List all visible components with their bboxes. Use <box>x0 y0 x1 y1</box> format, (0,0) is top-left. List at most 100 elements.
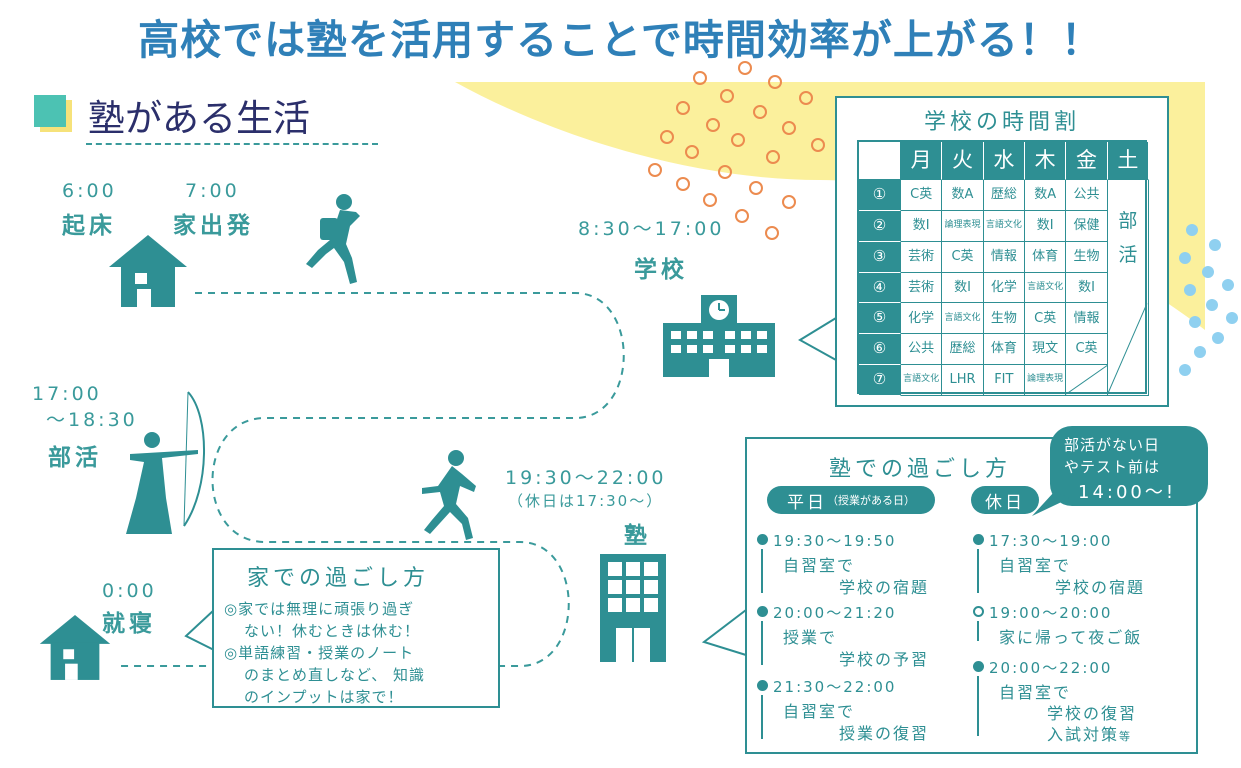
schedule-time: 20:00〜21:20 <box>773 604 897 622</box>
schedule-desc: 学校の宿題 <box>1055 578 1146 597</box>
period-label: ⑥ <box>859 334 901 366</box>
schedule-connector <box>761 549 763 593</box>
no-club-day-bubble: 部活がない日 やテスト前は 14:00〜! <box>1050 426 1208 506</box>
subject-cell: 化学 <box>983 272 1025 304</box>
juku-time: 19:30〜22:00 <box>505 467 667 489</box>
schedule-desc: 学校の予習 <box>839 650 930 669</box>
schedule-desc: 自習室で <box>999 683 1072 702</box>
subject-cell: 数Ⅰ <box>942 272 984 304</box>
timetable-corner <box>859 142 901 180</box>
hollow-bullet-icon <box>973 606 984 617</box>
wake-time: 6:00 <box>62 180 117 202</box>
schedule-connector <box>977 621 979 641</box>
club-time-start: 17:00 <box>32 383 102 405</box>
weekday-pill: 平日 （授業がある日） <box>767 486 935 514</box>
schedule-desc: 自習室で <box>999 556 1072 575</box>
bullet-icon <box>973 534 984 545</box>
subject-cell: FIT <box>983 365 1025 396</box>
period-label: ④ <box>859 272 901 304</box>
timetable-diagonal <box>1066 303 1148 395</box>
subject-cell: 数A <box>1025 180 1067 211</box>
subject-cell: 数Ⅰ <box>901 210 943 242</box>
bubble-line: やテスト前は <box>1064 458 1161 476</box>
schedule-desc: 授業で <box>783 628 838 647</box>
bullet-icon <box>973 661 984 672</box>
home-tips-title: 家での過ごし方 <box>247 566 430 591</box>
subject-cell: 現文 <box>1025 334 1067 366</box>
schedule-time: 20:00〜22:00 <box>989 659 1113 677</box>
holiday-label: 休日 <box>985 492 1025 513</box>
bubble-line: 部活がない日 <box>1064 436 1161 454</box>
section-underline <box>86 143 378 145</box>
subject-cell: 化学 <box>901 303 943 335</box>
subject-cell: 数A <box>942 180 984 211</box>
section-marker <box>34 95 66 127</box>
schedule-desc: 学校の復習 <box>1047 704 1138 723</box>
school-label: 学校 <box>634 257 688 283</box>
schedule-connector <box>761 621 763 665</box>
home-tips-card: 家での過ごし方 ◎家では無理に頑張り過ぎ ない！休むときは休む！ ◎単語練習・授… <box>212 548 500 708</box>
schedule-connector <box>977 549 979 593</box>
subject-cell: C英 <box>1066 334 1108 366</box>
school-building-icon <box>663 295 775 377</box>
schedule-connector <box>977 676 979 736</box>
saturday-club-cell: 部活 <box>1107 180 1149 396</box>
weekday-label: 平日 <box>787 492 827 513</box>
subject-cell: 情報 <box>1066 303 1108 335</box>
leave-time: 7:00 <box>185 180 240 202</box>
club-label: 部活 <box>48 445 102 471</box>
schedule-desc: 自習室で <box>783 702 856 721</box>
schedule-desc: 授業の復習 <box>839 724 930 743</box>
period-label: ③ <box>859 241 901 273</box>
schedule-time: 21:30〜22:00 <box>773 678 897 696</box>
period-label: ⑦ <box>859 365 901 396</box>
schedule-desc: 家に帰って夜ご飯 <box>999 628 1143 647</box>
day-header: 水 <box>983 142 1025 180</box>
schedule-time: 19:30〜19:50 <box>773 532 897 550</box>
day-header: 土 <box>1107 142 1149 180</box>
timetable-title: 学校の時間割 <box>923 110 1080 135</box>
subject-cell: 体育 <box>983 334 1025 366</box>
subject-cell: 歴総 <box>983 180 1025 211</box>
holiday-pill: 休日 <box>971 486 1039 514</box>
schedule-desc: 入試対策等 <box>1047 721 1132 745</box>
running-student-icon <box>422 450 476 540</box>
subject-cell: 芸術 <box>901 241 943 273</box>
subject-cell: 論理表現 <box>942 210 984 242</box>
weekday-note: （授業がある日） <box>827 494 915 507</box>
running-student-icon <box>306 194 360 284</box>
sleep-time: 0:00 <box>102 580 157 602</box>
subject-cell: 言語文化 <box>942 303 984 335</box>
subject-cell: 生物 <box>983 303 1025 335</box>
section-title: 塾がある生活 <box>88 97 310 140</box>
subject-cell: 情報 <box>983 241 1025 273</box>
day-header: 木 <box>1025 142 1067 180</box>
period-label: ⑤ <box>859 303 901 335</box>
house-icon <box>39 614 111 680</box>
schedule-time: 17:30〜19:00 <box>989 532 1113 550</box>
schedule-desc: 学校の宿題 <box>839 578 930 597</box>
bullet-icon <box>757 680 768 691</box>
archer-icon <box>126 391 206 534</box>
home-tip-line: ◎家では無理に頑張り過ぎ <box>224 600 415 618</box>
school-time: 8:30〜17:00 <box>578 218 725 240</box>
subject-cell: 論理表現 <box>1025 365 1067 396</box>
subject-cell: 数Ⅰ <box>1025 210 1067 242</box>
bubble-line: 14:00〜! <box>1078 482 1177 503</box>
schedule-connector <box>761 695 763 739</box>
leave-label: 家出発 <box>173 213 254 239</box>
schedule-desc: 自習室で <box>783 556 856 575</box>
day-header: 月 <box>901 142 943 180</box>
subject-cell: C英 <box>1025 303 1067 335</box>
subject-cell: 公共 <box>1066 180 1108 211</box>
subject-cell: 言語文化 <box>901 365 943 396</box>
juku-building-icon <box>600 554 666 662</box>
wake-label: 起床 <box>62 213 116 239</box>
saturday-char: 活 <box>1118 243 1138 266</box>
subject-cell: C英 <box>901 180 943 211</box>
subject-cell: 言語文化 <box>1025 272 1067 304</box>
schedule-time: 19:00〜20:00 <box>989 604 1113 622</box>
